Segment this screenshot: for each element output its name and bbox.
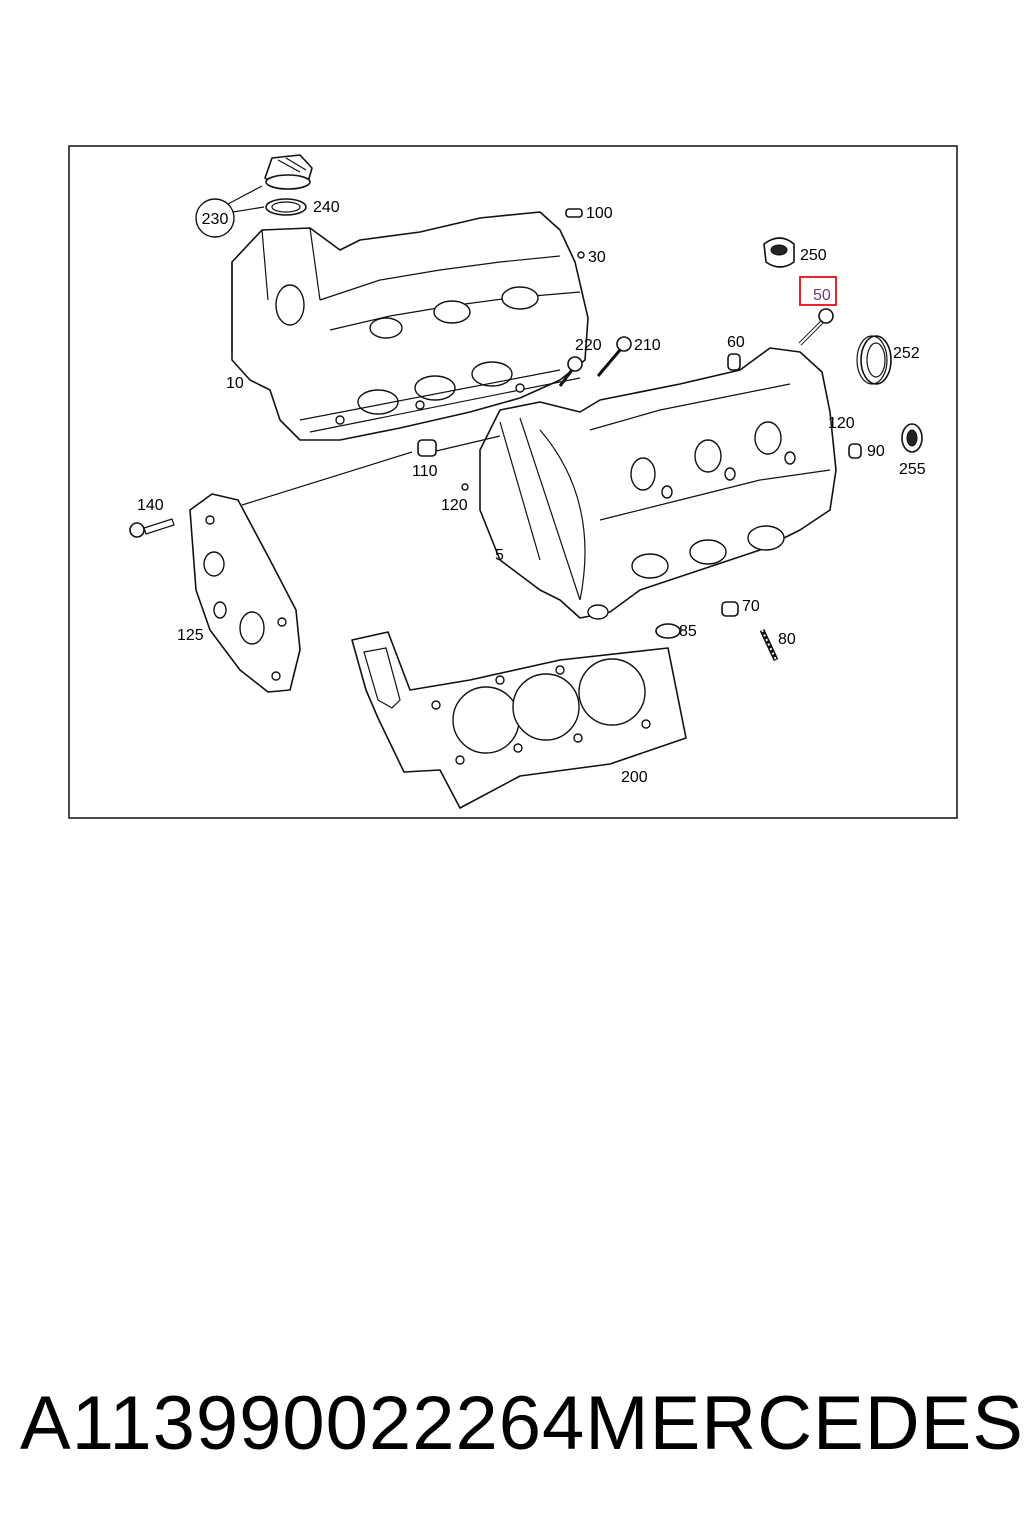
callout-230: 230 bbox=[202, 211, 229, 228]
callout-210: 210 bbox=[634, 337, 661, 354]
plug-120b bbox=[461, 483, 469, 491]
callout-90: 90 bbox=[867, 443, 885, 460]
callout-240: 240 bbox=[313, 199, 340, 216]
leader-lines bbox=[241, 435, 501, 506]
cylinder-head-right bbox=[479, 347, 837, 620]
callout-100: 100 bbox=[586, 205, 613, 222]
oil-filler-cap bbox=[264, 154, 313, 190]
callout-220: 220 bbox=[575, 337, 602, 354]
callout-120-right: 120 bbox=[828, 415, 855, 432]
cover-250 bbox=[763, 237, 795, 268]
callout-200: 200 bbox=[621, 769, 648, 786]
callout-80: 80 bbox=[778, 631, 796, 648]
callout-125: 125 bbox=[177, 627, 204, 644]
seal-255 bbox=[901, 423, 923, 453]
brand-name: MERCEDES bbox=[585, 1380, 1024, 1466]
callout-10: 10 bbox=[226, 375, 244, 392]
dowel-60 bbox=[727, 353, 741, 371]
callout-85: 85 bbox=[679, 623, 697, 640]
callout-5: 5 bbox=[495, 547, 504, 564]
highlight-box-50 bbox=[799, 276, 837, 306]
bolt-220 bbox=[558, 356, 583, 387]
callout-70: 70 bbox=[742, 598, 760, 615]
callout-30: 30 bbox=[588, 249, 606, 266]
callout-60: 60 bbox=[727, 334, 745, 351]
bolt-50 bbox=[798, 308, 834, 346]
sleeve-110 bbox=[417, 439, 437, 457]
plug-90 bbox=[848, 443, 862, 459]
callout-110: 110 bbox=[412, 463, 438, 480]
part-number: A113990022264 bbox=[20, 1380, 586, 1466]
stud-80 bbox=[759, 628, 779, 662]
ring-252 bbox=[856, 335, 892, 385]
callout-circle-230 bbox=[195, 185, 265, 238]
plug-70 bbox=[721, 601, 739, 617]
cover-plate-125 bbox=[189, 493, 301, 693]
callout-250: 250 bbox=[800, 247, 827, 264]
seal-ring bbox=[265, 198, 307, 216]
callout-140: 140 bbox=[137, 497, 164, 514]
plug-30 bbox=[577, 251, 585, 259]
parts-diagram: 230 240 100 30 250 50 252 210 220 60 10 … bbox=[68, 145, 958, 819]
callout-252: 252 bbox=[893, 345, 920, 362]
callout-120-left: 120 bbox=[441, 497, 468, 514]
bolt-210 bbox=[596, 336, 632, 377]
part-info-footer: A113990022264 MERCEDES bbox=[20, 1378, 1023, 1468]
dowel-100 bbox=[565, 208, 583, 218]
head-gasket-200 bbox=[351, 631, 687, 809]
cylinder-head-left bbox=[231, 211, 589, 441]
callout-255: 255 bbox=[899, 461, 926, 478]
callout-50: 50 bbox=[813, 287, 831, 304]
bolt-140 bbox=[129, 518, 175, 538]
plug-85 bbox=[655, 623, 681, 639]
